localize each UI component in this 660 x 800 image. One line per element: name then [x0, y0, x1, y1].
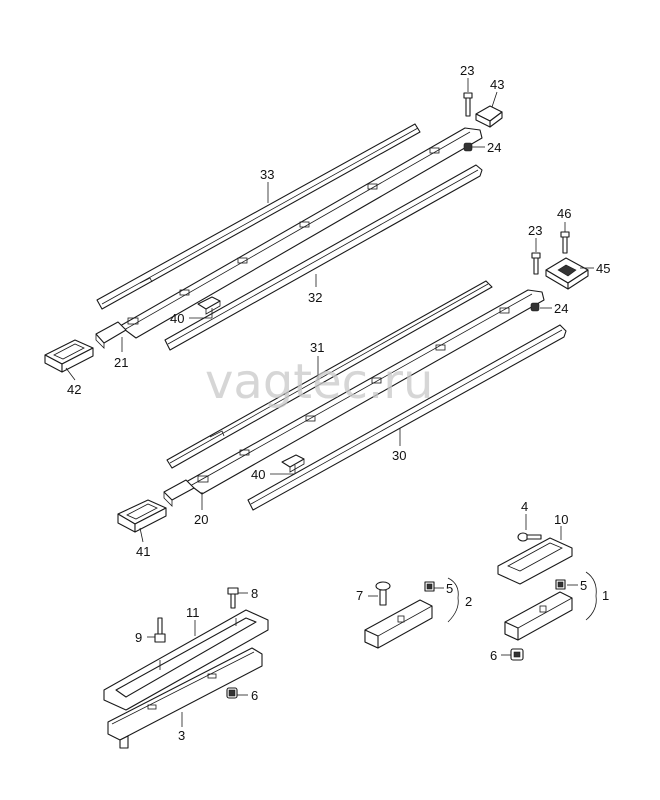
callout-7: 7	[356, 588, 363, 603]
bolt-8	[227, 587, 239, 609]
rail-3	[107, 647, 263, 749]
watermark-text: vagtec.ru	[205, 354, 433, 410]
callout-40-upper: 40	[170, 311, 184, 326]
clip-5-right	[555, 579, 566, 590]
bolt-46	[560, 231, 570, 254]
bolt-23-middle	[531, 252, 541, 275]
rail-30	[247, 324, 567, 511]
callout-1: 1	[602, 588, 609, 603]
frame-11	[103, 609, 269, 711]
callout-43: 43	[490, 77, 504, 92]
nut-24-upper	[463, 142, 473, 152]
latch-1	[504, 591, 573, 641]
nut-6-left	[226, 687, 238, 699]
callout-33: 33	[260, 167, 274, 182]
rail-20-end	[163, 479, 195, 507]
rail-31	[166, 280, 493, 469]
bolt-23-upper	[463, 92, 473, 117]
rail-33	[96, 123, 421, 310]
nut-6-right	[510, 648, 524, 661]
callout-31: 31	[310, 340, 324, 355]
callout-5-right: 5	[580, 578, 587, 593]
clip-5-middle	[424, 581, 435, 592]
leader-lines	[65, 78, 594, 727]
callout-46: 46	[557, 206, 571, 221]
callout-labels: 23 43 24 33 32 40 21 42 46 23 45 24 31 3…	[67, 63, 610, 743]
frame-10	[497, 537, 573, 585]
callout-3: 3	[178, 728, 185, 743]
clip-40-middle	[281, 454, 305, 473]
rail-20	[185, 289, 545, 495]
rivet-9	[154, 617, 166, 643]
callout-40-middle: 40	[251, 467, 265, 482]
screw-4	[517, 532, 542, 542]
rail-32	[164, 164, 483, 351]
callout-6-right: 6	[490, 648, 497, 663]
brace-2	[447, 577, 459, 623]
callout-4: 4	[521, 499, 528, 514]
clip-40-upper	[197, 296, 221, 315]
rail-21	[119, 127, 483, 339]
callout-8: 8	[251, 586, 258, 601]
end-cap-42	[44, 339, 94, 373]
bolt-7	[375, 581, 391, 606]
callout-30: 30	[392, 448, 406, 463]
callout-23-middle: 23	[528, 223, 542, 238]
callout-5-middle: 5	[446, 581, 453, 596]
callout-23-upper: 23	[460, 63, 474, 78]
callout-21: 21	[114, 355, 128, 370]
cover-43	[475, 105, 503, 128]
latch-2	[364, 599, 433, 649]
callout-11: 11	[186, 605, 200, 620]
brace-1	[585, 571, 597, 621]
rail-21-end	[95, 321, 127, 349]
callout-2: 2	[465, 594, 472, 609]
nut-24-middle	[530, 302, 540, 312]
callout-42: 42	[67, 382, 81, 397]
callout-20: 20	[194, 512, 208, 527]
bracket-45	[545, 257, 589, 290]
end-cap-41	[117, 499, 167, 533]
callout-41: 41	[136, 544, 150, 559]
callout-24-middle: 24	[554, 301, 568, 316]
callout-6-left: 6	[251, 688, 258, 703]
callout-32: 32	[308, 290, 322, 305]
callout-45: 45	[596, 261, 610, 276]
callout-9: 9	[135, 630, 142, 645]
callout-10: 10	[554, 512, 568, 527]
callout-24-upper: 24	[487, 140, 501, 155]
